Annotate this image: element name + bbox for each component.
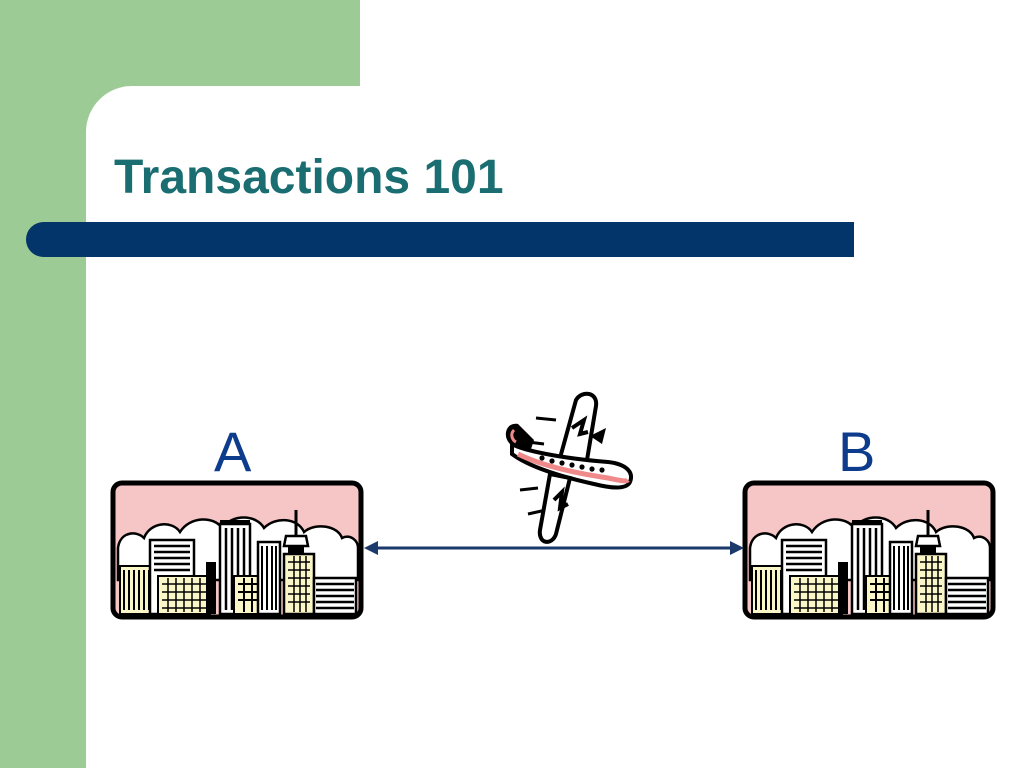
title-underline-bar [26, 222, 854, 257]
node-b-label: B [838, 420, 876, 483]
city-skyline-icon [742, 480, 996, 620]
bidirectional-arrow [364, 541, 744, 555]
page-title: Transactions 101 [114, 151, 504, 204]
content-panel [86, 86, 1024, 768]
node-a-label: A [214, 420, 252, 483]
city-skyline-icon [110, 480, 364, 620]
airplane-icon [505, 391, 633, 544]
